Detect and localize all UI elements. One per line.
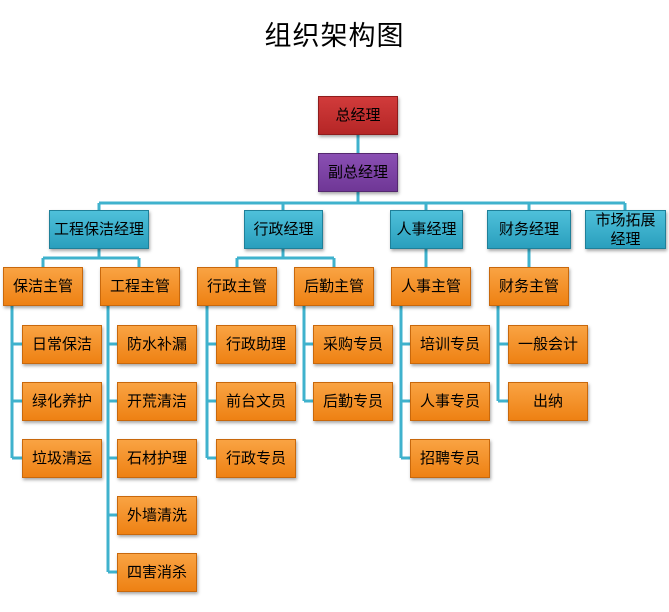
staff-box-receptionist: 前台文员 [216, 382, 296, 421]
staff-box-admin-specialist: 行政专员 [216, 439, 296, 478]
finance-supervisor-box: 财务主管 [489, 267, 569, 306]
staff-box-recruiting: 招聘专员 [410, 439, 490, 478]
staff-box-facade-cleaning: 外墙清洗 [117, 496, 197, 535]
engineering-cleaning-manager-box: 工程保洁经理 [49, 210, 149, 249]
marketing-manager-box: 市场拓展经理 [585, 210, 666, 249]
deputy-general-manager-box: 副总经理 [318, 153, 398, 192]
finance-manager-box: 财务经理 [487, 210, 571, 249]
general-manager-box: 总经理 [318, 96, 398, 135]
admin-manager-box: 行政经理 [244, 210, 323, 249]
staff-box-procurement: 采购专员 [313, 325, 393, 364]
staff-box-stone-care: 石材护理 [117, 439, 197, 478]
hr-supervisor-box: 人事主管 [391, 267, 471, 306]
staff-box-waste-removal: 垃圾清运 [22, 439, 102, 478]
staff-box-pest-control: 四害消杀 [117, 553, 197, 592]
chart-title: 组织架构图 [264, 21, 405, 52]
staff-box-landscaping: 绿化养护 [22, 382, 102, 421]
logistics-supervisor-box: 后勤主管 [294, 267, 374, 306]
staff-box-cashier: 出纳 [508, 382, 588, 421]
staff-box-training: 培训专员 [410, 325, 490, 364]
engineering-supervisor-box: 工程主管 [100, 267, 180, 306]
admin-supervisor-box: 行政主管 [197, 267, 277, 306]
staff-box-logistics-specialist: 后勤专员 [313, 382, 393, 421]
staff-box-initial-cleaning: 开荒清洁 [117, 382, 197, 421]
staff-box-accountant: 一般会计 [508, 325, 588, 364]
staff-box-admin-assistant: 行政助理 [216, 325, 296, 364]
cleaning-supervisor-box: 保洁主管 [3, 267, 83, 306]
staff-box-hr-specialist: 人事专员 [410, 382, 490, 421]
hr-manager-box: 人事经理 [390, 210, 463, 249]
staff-box-daily-cleaning: 日常保洁 [22, 325, 102, 364]
staff-box-waterproofing: 防水补漏 [117, 325, 197, 364]
